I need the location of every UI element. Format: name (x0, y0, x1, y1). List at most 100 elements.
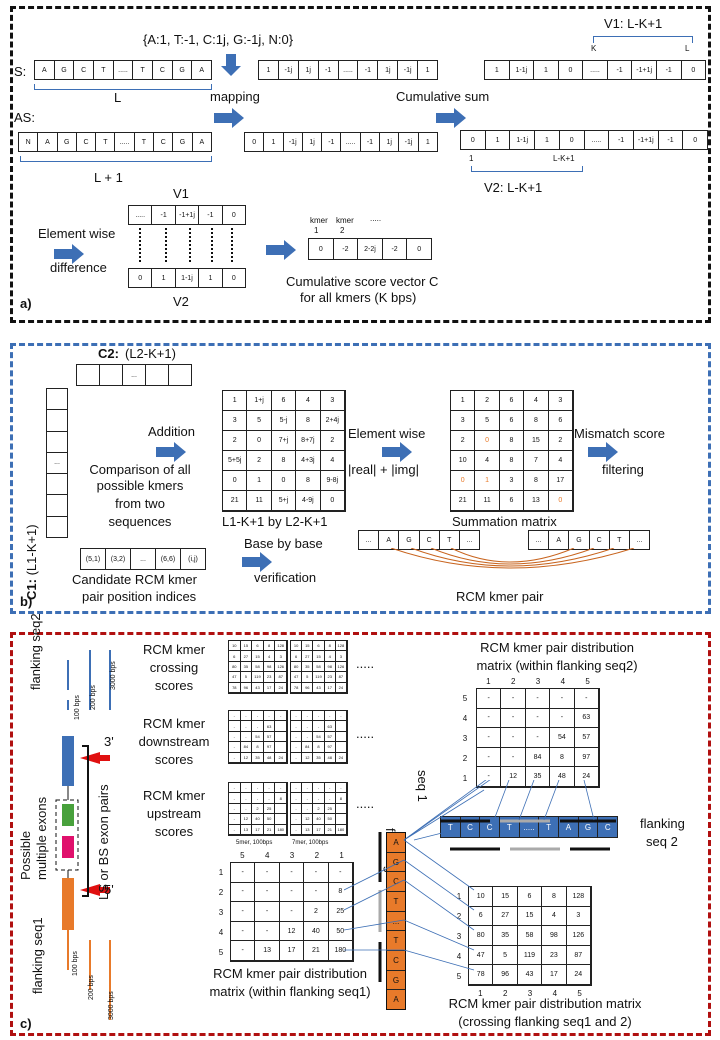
mini-cell: - (263, 783, 276, 794)
c1-len: (L1-K+1) (24, 524, 39, 576)
dist3-row-header: 3 (456, 931, 462, 941)
seq1-cell: G (387, 852, 405, 873)
mini-cell: - (229, 752, 241, 763)
mini-cell (335, 731, 347, 743)
seq2-cell: A (559, 817, 579, 837)
dist2-cell: - (501, 689, 526, 709)
matrix2-cell: 0 (475, 431, 500, 451)
mini-cell: - (229, 783, 241, 794)
mini-cell: 80 (291, 661, 303, 673)
v2-cell: 1-1j (176, 269, 200, 287)
base-cell: T (135, 133, 155, 151)
kmer2-label: kmer (336, 216, 354, 225)
dist1-cell: 13 (255, 941, 280, 961)
dist3-cell: 5 (493, 945, 518, 966)
matrix2-cell: 8 (499, 431, 525, 451)
base-cell: T (96, 133, 116, 151)
dist2-cell: 63 (574, 708, 599, 729)
elem-wise-b: Element wise (348, 426, 426, 441)
cumsum-cell: 1 (485, 61, 510, 79)
mini-cell (335, 742, 347, 753)
cumsum-cell: 0 (691, 66, 696, 74)
mapping-dict: {A:1, T:-1, C:1j, G:-1j, N:0} (143, 32, 294, 47)
dist2-cell: - (477, 767, 502, 787)
matrix2-cell: 7 (524, 451, 549, 471)
cumsum-cell: 0 (560, 131, 585, 149)
v2-cell: 1 (199, 269, 223, 287)
rcm-right-cell: ... (529, 531, 550, 549)
matrix1-cell: 0 (247, 431, 272, 451)
mini-cell: 6 (252, 641, 264, 652)
mini-cell: 87 (335, 672, 347, 683)
mini-cell: 12 (302, 814, 314, 825)
mapped-cell: 1j (299, 61, 319, 79)
mini-cell: - (291, 752, 303, 763)
as-brace (20, 156, 212, 162)
mini-cell: - (291, 742, 303, 753)
cumsum-cell: ..... (585, 131, 610, 149)
matrix1-cell: 0 (271, 471, 297, 491)
addition-label: Addition (148, 424, 195, 439)
mini-cell: 24 (275, 682, 287, 693)
mini-cell: 98 (324, 661, 336, 673)
mini-cell: 63 (324, 721, 336, 732)
v2-lk1: L-K+1 (553, 154, 575, 163)
mapped-cell: 1j (303, 133, 323, 151)
dist2-title-2: matrix (within flanking seq2) (476, 658, 638, 673)
mer7-label: 7mer, 100bps (292, 840, 329, 846)
matrix2-cell: 11 (475, 491, 500, 511)
mini-cell: 63 (263, 721, 276, 732)
dist2-cell: 84 (525, 747, 551, 768)
mapped-cell: -1 (319, 61, 339, 79)
base-cell: C (153, 61, 173, 79)
c1-cell (47, 517, 67, 537)
dist1-cell: 180 (328, 941, 353, 961)
v2-one: 1 (469, 154, 474, 163)
matrix1-cell: 3 (223, 411, 248, 431)
dist3-col-header: 1 (478, 988, 483, 998)
matrix1-cell: 5 (247, 411, 272, 431)
mini-cell: 40 (313, 814, 325, 825)
dist1-title-2: matrix (within flanking seq1) (209, 984, 371, 999)
mini-cell: 43 (252, 682, 264, 693)
bps-3000-top: 3000 bps (110, 661, 117, 690)
down-arrow-icon (221, 66, 241, 76)
mini-cell: 84 (240, 742, 253, 753)
panel-b-label: b) (20, 594, 33, 609)
mini-cell: - (313, 793, 325, 804)
dist3-cell: 8 (542, 887, 567, 907)
up-3: scores (154, 824, 194, 839)
mini-cell: 6 (291, 651, 303, 662)
mini-cell: 21 (324, 824, 336, 835)
mapped-cell: 1 (425, 138, 430, 146)
flank-seq2-2: seq 2 (646, 834, 678, 849)
rcm-left-cell: A (379, 531, 400, 549)
base-cell: G (55, 61, 75, 79)
matrix1-cell: 4 (296, 391, 321, 411)
mini-cell (335, 814, 347, 825)
flank1-label: flanking seq1 (30, 917, 45, 994)
mini-cell: 128 (335, 641, 347, 652)
mini-cell: 23 (263, 672, 276, 683)
dist2-cell: 57 (574, 728, 599, 748)
v1-l: L (685, 44, 690, 53)
v1-label: V1 (173, 186, 189, 201)
dist1-row-header: 3 (218, 907, 224, 917)
rcm-left-cell: G (399, 531, 420, 549)
kmer1-label: kmer (310, 216, 328, 225)
dist3-col-header: 5 (577, 988, 582, 998)
mapped-cell: 1j (380, 133, 400, 151)
mini-cell: 24 (335, 682, 347, 693)
mini-cell: - (335, 711, 347, 722)
matrix1-cell: 1+j (247, 391, 272, 411)
rcm-pair-lines (358, 547, 658, 593)
down-3: scores (154, 752, 194, 767)
